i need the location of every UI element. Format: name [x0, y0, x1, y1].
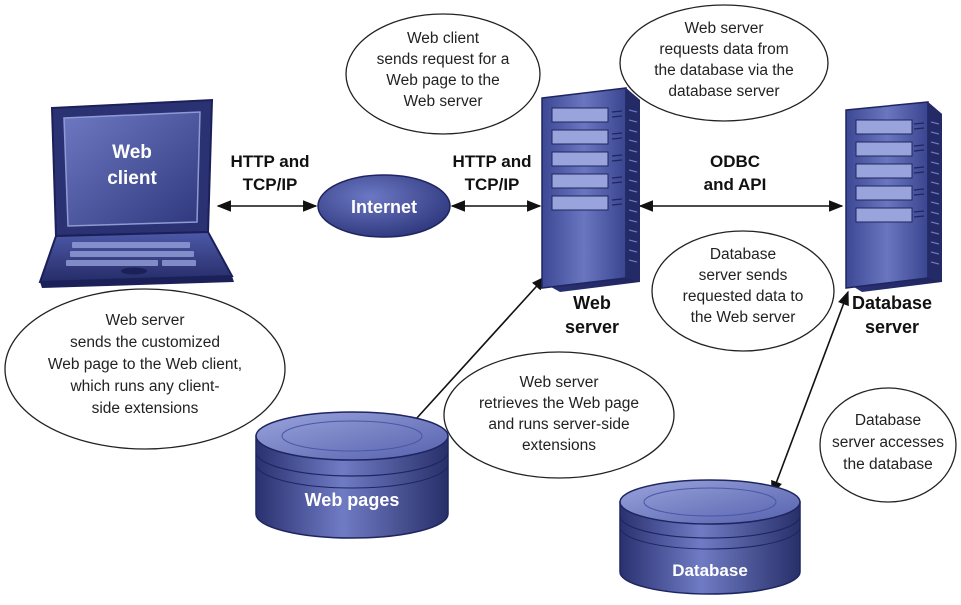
connection-label-server-dbserver: ODBC [710, 152, 760, 171]
bubble-db-request: Web server requests data from the databa… [619, 4, 829, 122]
bubble-web-client-request: Web client sends request for a Web page … [345, 13, 541, 135]
bubble-db-sends-line-4: the Web server [691, 309, 796, 326]
bubble-customized-line-4: which runs any client- [69, 378, 219, 395]
bubble-db-access: Database server accesses the database [819, 387, 957, 503]
web-server-label-2: server [565, 317, 619, 337]
bubble-db-sends-line-2: server sends [699, 267, 788, 284]
bubble-retrieves-line-3: and runs server-side [488, 416, 629, 433]
internet-cloud [317, 174, 451, 238]
database-disk-icon [619, 479, 801, 595]
bubble-retrieves-line-1: Web server [520, 374, 599, 391]
bubble-customized-page: Web server sends the customized Web page… [4, 288, 286, 450]
connection-label-internet-server-2: TCP/IP [465, 175, 520, 194]
bubble-db-sends: Database server sends requested data to … [651, 230, 835, 352]
connection-label-internet-server: HTTP and [452, 152, 531, 171]
bubble-retrieves-page: Web server retrieves the Web page and ru… [443, 351, 675, 479]
database-server-label: Database [852, 293, 932, 313]
bubble-db-sends-line-3: requested data to [683, 288, 804, 305]
bubble-db-request-line-1: Web server [685, 20, 764, 37]
web-pages-label: Web pages [305, 490, 400, 510]
connection-label-client-internet-2: TCP/IP [243, 175, 298, 194]
bubble-customized-line-1: Web server [106, 312, 185, 329]
web-server-icon [541, 87, 640, 292]
web-client-label-2: client [107, 168, 157, 189]
web-server-label: Web [573, 293, 611, 313]
bubble-customized-line-3: Web page to the Web client, [48, 356, 242, 373]
laptop-icon [38, 98, 234, 288]
arrow-dbserver-database [771, 290, 849, 496]
web-pages-disk-icon [255, 411, 449, 539]
bubble-customized-line-2: sends the customized [70, 334, 220, 351]
connection-label-server-dbserver-2: and API [704, 175, 767, 194]
bubble-retrieves-line-4: extensions [522, 437, 596, 454]
bubble-db-sends-line-1: Database [710, 246, 776, 263]
database-server-label-2: server [865, 317, 919, 337]
bubble-request-line-1: Web client [407, 30, 480, 47]
bubble-db-access-line-2: server accesses [832, 434, 944, 451]
bubble-request-line-2: sends request for a [377, 51, 510, 68]
connection-label-client-internet: HTTP and [230, 152, 309, 171]
bubble-db-request-line-2: requests data from [659, 41, 788, 58]
bubble-request-line-3: Web page to the [386, 72, 499, 89]
bubble-db-access-line-3: the database [843, 456, 933, 473]
bubble-db-request-line-4: database server [668, 83, 779, 100]
bubble-customized-line-5: side extensions [92, 400, 199, 417]
database-server-icon [845, 101, 942, 292]
arrow-server-webpages [405, 275, 546, 432]
bubble-db-access-line-1: Database [855, 412, 921, 429]
internet-label: Internet [351, 197, 417, 217]
bubble-retrieves-line-2: retrieves the Web page [479, 395, 639, 412]
database-label: Database [672, 561, 748, 580]
bubble-request-line-4: Web server [404, 93, 483, 110]
web-client-label: Web [112, 142, 152, 163]
bubble-db-request-line-3: the database via the [654, 62, 794, 79]
